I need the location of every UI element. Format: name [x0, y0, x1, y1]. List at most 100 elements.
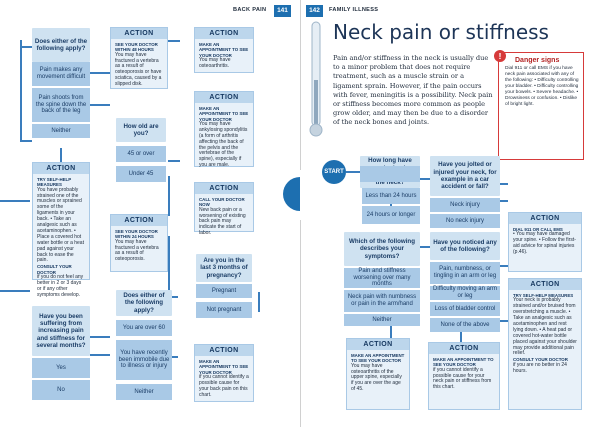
danger-body: Dial 911 or call EMS if you have neck pa… [505, 66, 579, 107]
action-title: ACTION [195, 92, 253, 103]
action-heading: MAKE AN APPOINTMENT TO SEE YOUR DOCTOR [433, 357, 494, 368]
connector-line [460, 332, 462, 342]
question-box: How old are you? [116, 118, 166, 142]
question-box: Does either of the following apply? [32, 28, 90, 62]
question-box: Which of the following describes your sy… [344, 232, 420, 266]
action-title: ACTION [111, 28, 167, 39]
page-tab-cover [300, 170, 320, 220]
connector-line [60, 148, 62, 164]
right-page-number: 142 [306, 5, 323, 17]
action-heading: SEE YOUR DOCTOR WITHIN 24 HOURS [115, 229, 158, 240]
answer-box[interactable]: No neck injury [430, 214, 500, 228]
action-body: You may have fractured a vertebra as a r… [115, 51, 162, 88]
answer-box[interactable]: You have recently been immobile due to i… [116, 340, 172, 380]
action-heading: MAKE AN APPOINTMENT TO SEE YOUR DOCTOR [351, 353, 405, 364]
answer-box[interactable]: Pregnant [196, 284, 252, 298]
action-box: ACTION TRY SELF-HELP MEASURES You have p… [32, 162, 90, 298]
answer-box[interactable]: No [32, 380, 90, 400]
answer-box[interactable]: None of the above [430, 318, 500, 332]
action-heading: CONSULT YOUR DOCTOR [37, 264, 72, 275]
action-heading: TRY SELF-HELP MEASURES [37, 177, 72, 188]
action-heading: SEE YOUR DOCTOR WITHIN 48 HOURS [115, 42, 158, 53]
answer-box[interactable]: Loss of bladder control [430, 302, 500, 316]
action-box: ACTION SEE YOUR DOCTOR WITHIN 48 HOURS Y… [110, 27, 168, 89]
start-marker: START [322, 160, 346, 184]
question-box: Have you noticed any of the following? [430, 232, 500, 260]
connector-line [90, 72, 110, 74]
connector-line [168, 356, 178, 358]
answer-box[interactable]: You are over 60 [116, 320, 172, 336]
connector-line [90, 104, 110, 106]
answer-box[interactable]: Difficulty moving an arm or leg [430, 286, 500, 300]
connector-line [500, 200, 508, 202]
connector-line [258, 292, 260, 312]
connector-line [420, 178, 430, 180]
danger-signs-box: Danger signs Dial 911 or call EMS if you… [498, 52, 584, 160]
action-title: ACTION [509, 213, 581, 224]
action-body: if you cannot identify a possible cause … [199, 373, 249, 398]
left-running-header: BACK PAIN [233, 7, 267, 13]
action-body: if you are no better in 24 hours. [513, 361, 567, 374]
connector-line [20, 140, 32, 142]
connector-line [168, 236, 170, 296]
danger-title: Danger signs [515, 57, 560, 64]
answer-box[interactable]: Not pregnant [196, 302, 252, 318]
connector-line [0, 200, 30, 202]
action-title: ACTION [509, 279, 581, 290]
intro-paragraph: Pain and/or stiffness in the neck is usu… [333, 54, 493, 127]
answer-box[interactable]: Neck injury [430, 198, 500, 212]
answer-box[interactable]: Neck pain with numbness or pain in the a… [344, 290, 420, 312]
action-body: You may have osteoarthritis of the upper… [351, 362, 402, 393]
action-body: • You may have damaged your spine. • Fol… [513, 231, 576, 256]
answer-box[interactable]: Pain and stiffness worsening over many m… [344, 268, 420, 288]
action-box: ACTION MAKE AN APPOINTMENT TO SEE YOUR D… [194, 91, 254, 168]
action-box: ACTION SEE YOUR DOCTOR WITHIN 24 HOURS Y… [110, 214, 168, 272]
answer-box[interactable]: Neither [32, 124, 90, 138]
connector-line [390, 324, 392, 338]
action-box: ACTION MAKE AN APPOINTMENT TO SEE YOUR D… [428, 342, 500, 410]
answer-box[interactable]: Less than 24 hours [362, 188, 420, 204]
page-title: Neck pain or stiffness [333, 20, 549, 44]
question-box: Are you in the last 3 months of pregnanc… [196, 254, 252, 282]
action-heading: CALL YOUR DOCTOR NOW [199, 197, 245, 208]
connector-line [168, 176, 170, 216]
answer-box[interactable]: Yes [32, 358, 90, 378]
action-title: ACTION [111, 215, 167, 226]
answer-box[interactable]: 24 hours or longer [362, 206, 420, 224]
answer-box[interactable]: Neither [344, 314, 420, 326]
answer-box[interactable]: 45 or over [116, 146, 166, 162]
answer-box[interactable]: Pain, numbness, or tingling in an arm or… [430, 262, 500, 284]
question-box: Does either of the following apply? [116, 290, 172, 316]
action-box: ACTION MAKE AN APPOINTMENT TO SEE YOUR D… [194, 27, 254, 73]
answer-box[interactable]: Pain makes any movement difficult [32, 62, 90, 86]
action-box: ACTION MAKE AN APPOINTMENT TO SEE YOUR D… [346, 338, 410, 410]
action-body: You may have fractured a vertebra as a r… [115, 238, 159, 263]
action-heading: CONSULT YOUR DOCTOR [513, 357, 568, 363]
answer-box[interactable]: Neither [116, 384, 172, 400]
connector-line [168, 40, 180, 42]
answer-box[interactable]: Under 45 [116, 166, 166, 182]
connector-line [0, 290, 30, 292]
connector-line [168, 160, 180, 162]
action-body: if you cannot identify a possible cause … [433, 366, 492, 391]
connector-line [500, 183, 508, 185]
connector-line [90, 354, 110, 356]
action-box: ACTION MAKE AN APPOINTMENT TO SEE YOUR D… [194, 344, 254, 402]
action-body: You may have osteoarthritis. [199, 56, 231, 69]
action-heading: MAKE AN APPOINTMENT TO SEE YOUR DOCTOR [199, 42, 249, 58]
thermometer-icon [309, 21, 323, 137]
connector-line [168, 296, 178, 298]
action-body: You have probably strained one of the mu… [37, 186, 84, 264]
connector-line [500, 265, 508, 267]
action-body: if you do not feel any better in 2 or 3 … [37, 273, 84, 298]
action-heading: DIAL 911 OR CALL EMS [513, 227, 563, 232]
action-body: New back pain or a worsening of existing… [199, 206, 246, 237]
answer-box[interactable]: Pain shoots from the spine down the back… [32, 88, 90, 122]
action-title: ACTION [195, 28, 253, 39]
right-running-header: FAMILY ILLNESS [329, 7, 379, 13]
action-title: ACTION [347, 339, 409, 350]
connector-line [90, 336, 110, 338]
action-body: Your neck is probably strained and/or br… [513, 297, 577, 357]
action-box: ACTION TRY SELF-HELP MEASURES Your neck … [508, 278, 582, 410]
action-title: ACTION [429, 343, 499, 354]
